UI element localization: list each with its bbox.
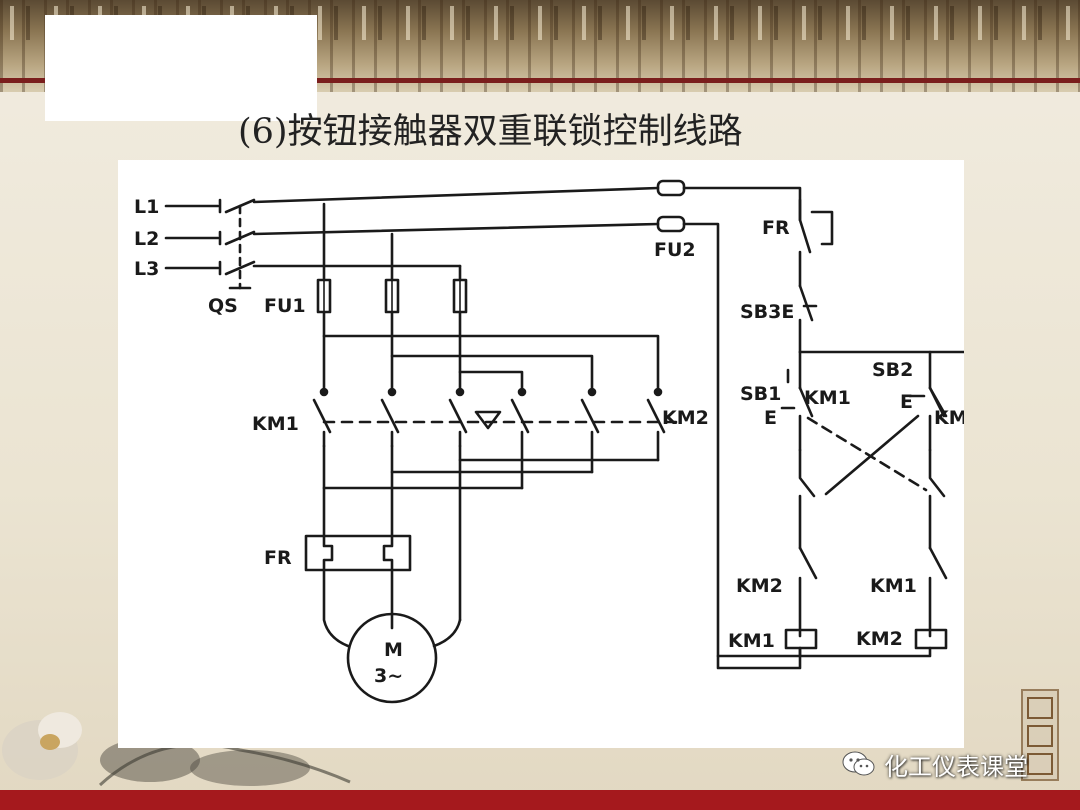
- km1-seal: [786, 368, 802, 390]
- sb2-nc: [798, 448, 816, 550]
- watermark-text: 化工仪表课堂: [884, 752, 1028, 781]
- label-fr-contact: FR: [762, 217, 790, 239]
- watermark: 化工仪表课堂: [842, 748, 1072, 781]
- km1-interlock: [928, 546, 948, 638]
- bus-l1: [252, 186, 802, 222]
- circuit-diagram: L1 L2 L3 QS FU1 FU2 KM1 KM2 FR M 3~ FR S…: [134, 179, 964, 704]
- km1-contact-a: [312, 398, 332, 448]
- label-km1-main: KM1: [252, 413, 299, 435]
- red-rule: [0, 78, 1080, 83]
- km2-feed-3: [458, 370, 524, 390]
- coil-return: [716, 646, 932, 658]
- label-km1-seal: KM1: [804, 387, 851, 409]
- km2-feed-2: [390, 354, 594, 390]
- sb3-stop: [798, 284, 818, 354]
- blank-box: [45, 15, 317, 121]
- cross-interlock-2: [824, 414, 920, 496]
- km2-seal: [928, 386, 946, 418]
- label-km2-interlock: KM2: [736, 575, 783, 597]
- seal-icon: [1021, 689, 1059, 781]
- label-sb3: SB3E: [740, 301, 794, 323]
- flower-decoration: [2, 712, 351, 787]
- cross-interlock-1: [806, 416, 928, 492]
- label-qs: QS: [208, 295, 238, 317]
- label-l3: L3: [134, 258, 159, 280]
- label-fu1: FU1: [264, 295, 306, 317]
- label-fu2: FU2: [654, 239, 696, 261]
- bus-l2: [252, 222, 802, 670]
- fuse-fu2-a: [656, 179, 686, 197]
- label-fr-heater: FR: [264, 547, 292, 569]
- motor-lead-a: [322, 568, 350, 648]
- motor-circle: [346, 612, 438, 704]
- label-sb2: SB2: [872, 359, 913, 381]
- label-km2-main: KM2: [662, 407, 709, 429]
- slide-title: (6)按钮接触器双重联锁控制线路: [238, 112, 743, 152]
- km2-interlock: [798, 546, 818, 638]
- fr-contact: [798, 198, 834, 288]
- diagram-panel: L1 L2 L3 QS FU1 FU2 KM1 KM2 FR M 3~ FR S…: [118, 160, 964, 748]
- label-km1-coil: KM1: [728, 630, 775, 652]
- bottom-bar: [0, 790, 1080, 810]
- km2-contact-a: [510, 398, 530, 490]
- label-km2-coil: KM2: [856, 628, 903, 650]
- label-motor-m: M: [384, 639, 403, 661]
- wechat-icon: [842, 751, 875, 776]
- km2-feed-1: [322, 334, 660, 390]
- km2-contact-c: [646, 398, 666, 462]
- km1-contact-b: [380, 398, 400, 448]
- interlock-symbol: [474, 410, 502, 430]
- sb1-button: [780, 386, 814, 452]
- motor-lead-c: [432, 618, 462, 648]
- label-motor-3: 3~: [374, 665, 403, 687]
- label-l1: L1: [134, 196, 159, 218]
- fuse-fu2-b: [656, 215, 686, 233]
- fr-heater: [304, 534, 412, 572]
- km2-contact-b: [580, 398, 600, 474]
- sb1-nc: [928, 448, 946, 550]
- label-l2: L2: [134, 228, 159, 250]
- label-sb1-e: E: [764, 407, 777, 429]
- label-sb2-e: E: [900, 391, 913, 413]
- label-km1-interlock: KM1: [870, 575, 917, 597]
- km1-contact-c: [448, 398, 468, 448]
- label-sb1: SB1: [740, 383, 781, 405]
- label-km2-seal: KM: [934, 407, 964, 429]
- qs-blade-3: [224, 260, 256, 276]
